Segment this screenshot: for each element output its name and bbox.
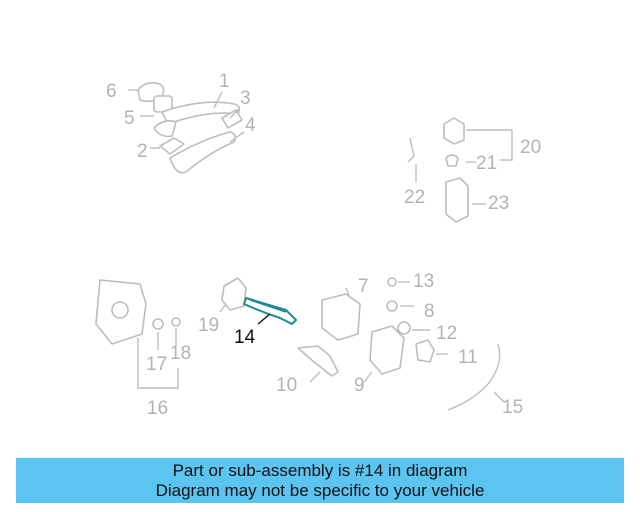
callout-8: 8 [424, 301, 435, 322]
callout-17: 17 [146, 354, 167, 375]
banner-line-1: Part or sub-assembly is #14 in diagram [172, 460, 468, 480]
callout-14[interactable]: 14 [234, 327, 256, 348]
info-banner: Part or sub-assembly is #14 in diagram D… [16, 458, 624, 503]
callout-19: 19 [198, 315, 219, 336]
rod-bracket-group [219, 277, 247, 313]
lock-module-group [95, 279, 181, 389]
banner-line-2: Diagram may not be specific to your vehi… [155, 480, 485, 500]
callout-12: 12 [436, 323, 457, 344]
callout-7: 7 [358, 276, 369, 297]
callout-11: 11 [458, 347, 478, 368]
callout-10: 10 [276, 375, 297, 396]
callout-21: 21 [476, 153, 497, 174]
callout-9: 9 [354, 375, 365, 396]
striker-group [407, 117, 513, 223]
callout-4: 4 [245, 115, 256, 136]
callout-13: 13 [413, 271, 434, 292]
callout-18: 18 [170, 343, 191, 364]
callout-5: 5 [124, 108, 135, 129]
callout-22: 22 [404, 187, 425, 208]
part-14-highlighted[interactable] [242, 296, 298, 326]
callout-15: 15 [502, 397, 523, 418]
callout-16: 16 [147, 398, 168, 419]
callout-6: 6 [106, 81, 117, 102]
callout-3: 3 [240, 88, 251, 109]
callout-2: 2 [137, 141, 148, 162]
outside-handle-group [128, 82, 245, 174]
leader-14 [257, 313, 271, 325]
callout-23: 23 [488, 193, 509, 214]
callout-20: 20 [520, 137, 541, 158]
latch-group [297, 277, 505, 411]
callout-1: 1 [219, 71, 230, 92]
